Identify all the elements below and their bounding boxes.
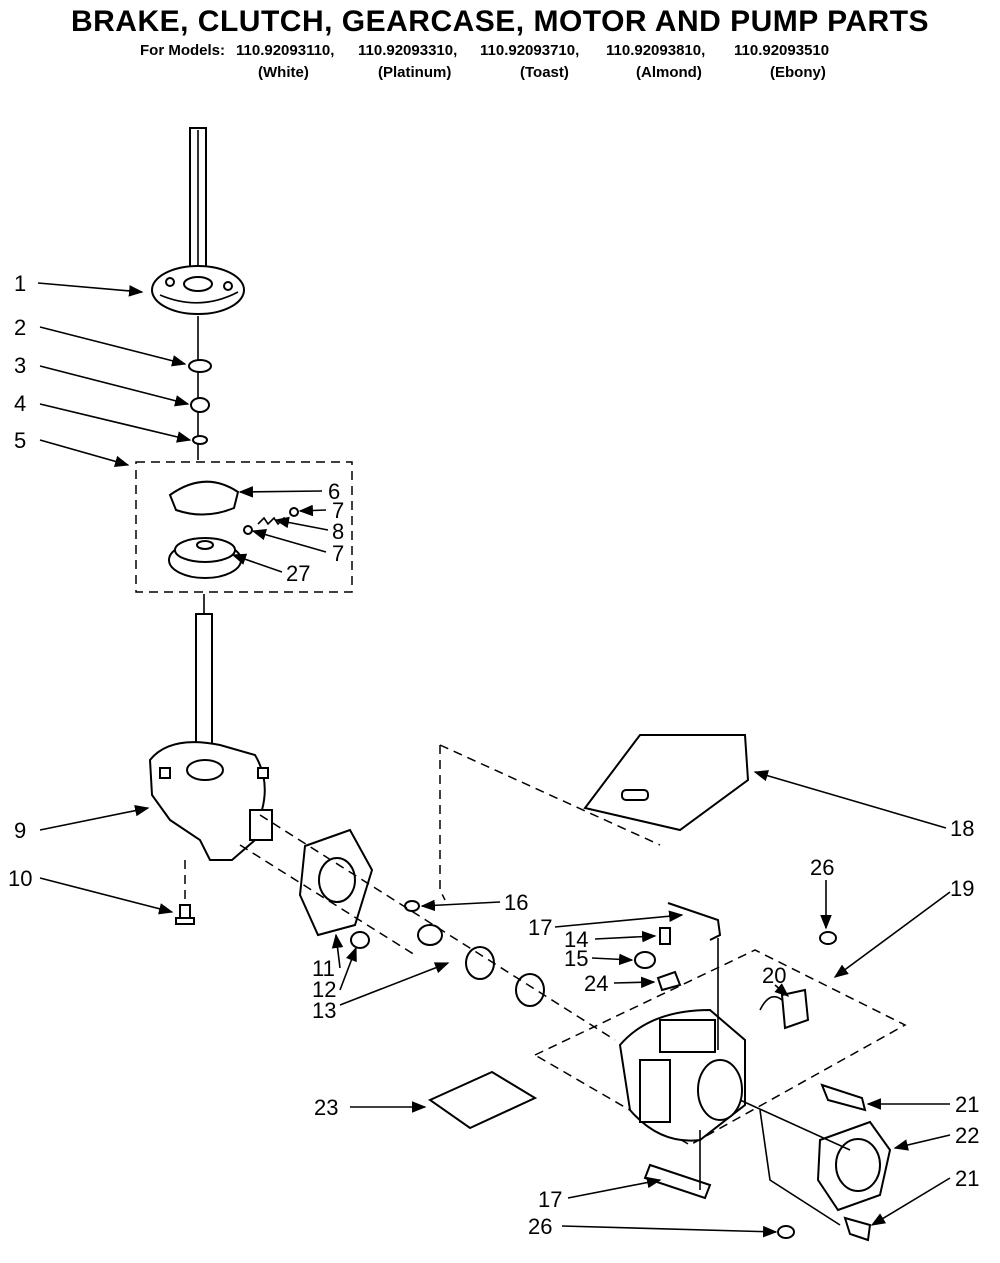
part-2-washer [188, 359, 212, 373]
part-18-motor-cover [583, 734, 750, 832]
diagram-header: BRAKE, CLUTCH, GEARCASE, MOTOR AND PUMP … [0, 4, 1000, 40]
callout-3: 3 [14, 353, 26, 378]
part-21-clip-upper [820, 1083, 867, 1112]
part-6-brake-band [168, 480, 240, 516]
callout-23: 23 [314, 1095, 338, 1120]
drive-shaft-top [189, 127, 207, 289]
callout-20: 20 [762, 963, 786, 988]
callout-27: 27 [286, 561, 310, 586]
part-22-pump-housing [816, 1120, 892, 1212]
callout-22: 22 [955, 1123, 979, 1148]
part-10-bolt [175, 860, 195, 925]
page-title: BRAKE, CLUTCH, GEARCASE, MOTOR AND PUMP … [70, 5, 930, 38]
part-11-pump-cover [298, 828, 374, 937]
part-15-capacitor [634, 951, 656, 969]
part-24-clamp [656, 970, 682, 992]
callout-12: 12 [312, 977, 336, 1002]
part-21-clip-lower [843, 1216, 872, 1242]
model-numbers-row: For Models: 110.92093110, 110.92093310, … [0, 42, 1000, 62]
model-color: (Platinum) [378, 64, 452, 81]
callout-6: 6 [328, 479, 340, 504]
callout-26a: 26 [810, 855, 834, 880]
callout-9: 9 [14, 818, 26, 843]
callout-24: 24 [584, 971, 608, 996]
leader-lines [37, 282, 951, 1238]
part-4-ring [192, 435, 208, 445]
callout-19: 19 [950, 876, 974, 901]
callout-7b: 7 [332, 541, 344, 566]
callout-26b: 26 [528, 1214, 552, 1239]
part-1-brake-plate [151, 265, 245, 315]
part-26-bolt-lower [777, 1225, 795, 1239]
callout-17b: 17 [538, 1187, 562, 1212]
model-number: 110.92093110, [236, 42, 335, 59]
part-3-nut [190, 397, 210, 413]
motor [618, 1008, 746, 1142]
callout-10: 10 [8, 866, 32, 891]
model-number: 110.92093810, [606, 42, 706, 59]
for-models-label: For Models: [140, 42, 225, 59]
part-19-motor-mount [533, 949, 907, 1146]
pump-impeller-parts [417, 924, 545, 1007]
part-14-screw [659, 927, 671, 945]
model-color: (White) [258, 64, 309, 81]
model-color: (Toast) [520, 64, 569, 81]
model-color: (Almond) [636, 64, 702, 81]
model-color: (Ebony) [770, 64, 826, 81]
callout-17a: 17 [528, 915, 552, 940]
callout-14: 14 [564, 927, 588, 952]
callout-21a: 21 [955, 1092, 979, 1117]
callout-1: 1 [14, 271, 26, 296]
callout-2: 2 [14, 315, 26, 340]
part-20-motor-switch [759, 988, 810, 1030]
part-7-ball [243, 507, 299, 535]
model-number: 110.92093710, [480, 42, 580, 59]
part-5-assembly-box [135, 461, 353, 593]
part-12-pump-nut [350, 931, 370, 949]
assembly-axis [259, 814, 616, 1041]
part-9-gearcase [148, 741, 273, 861]
callout-21b: 21 [955, 1166, 979, 1191]
callout-11: 11 [312, 956, 335, 981]
callout-15: 15 [564, 946, 588, 971]
model-number: 110.92093510 [734, 42, 830, 59]
callout-8: 8 [332, 519, 344, 544]
part-16-screw [404, 900, 420, 912]
callout-13: 13 [312, 998, 336, 1023]
drive-shaft-lower [195, 594, 213, 760]
callout-5: 5 [14, 428, 26, 453]
model-colors-row: (White) (Platinum) (Toast) (Almond) (Ebo… [0, 64, 1000, 84]
part-23-gasket [427, 1070, 538, 1130]
callout-18: 18 [950, 816, 974, 841]
callout-7a: 7 [332, 498, 344, 523]
part-17-clip-lower [643, 1130, 712, 1200]
part-27-brake-cam [168, 537, 242, 579]
model-number: 110.92093310, [358, 42, 458, 59]
part-26-bolt-upper [819, 931, 837, 945]
callout-16: 16 [504, 890, 528, 915]
callout-4: 4 [14, 391, 26, 416]
